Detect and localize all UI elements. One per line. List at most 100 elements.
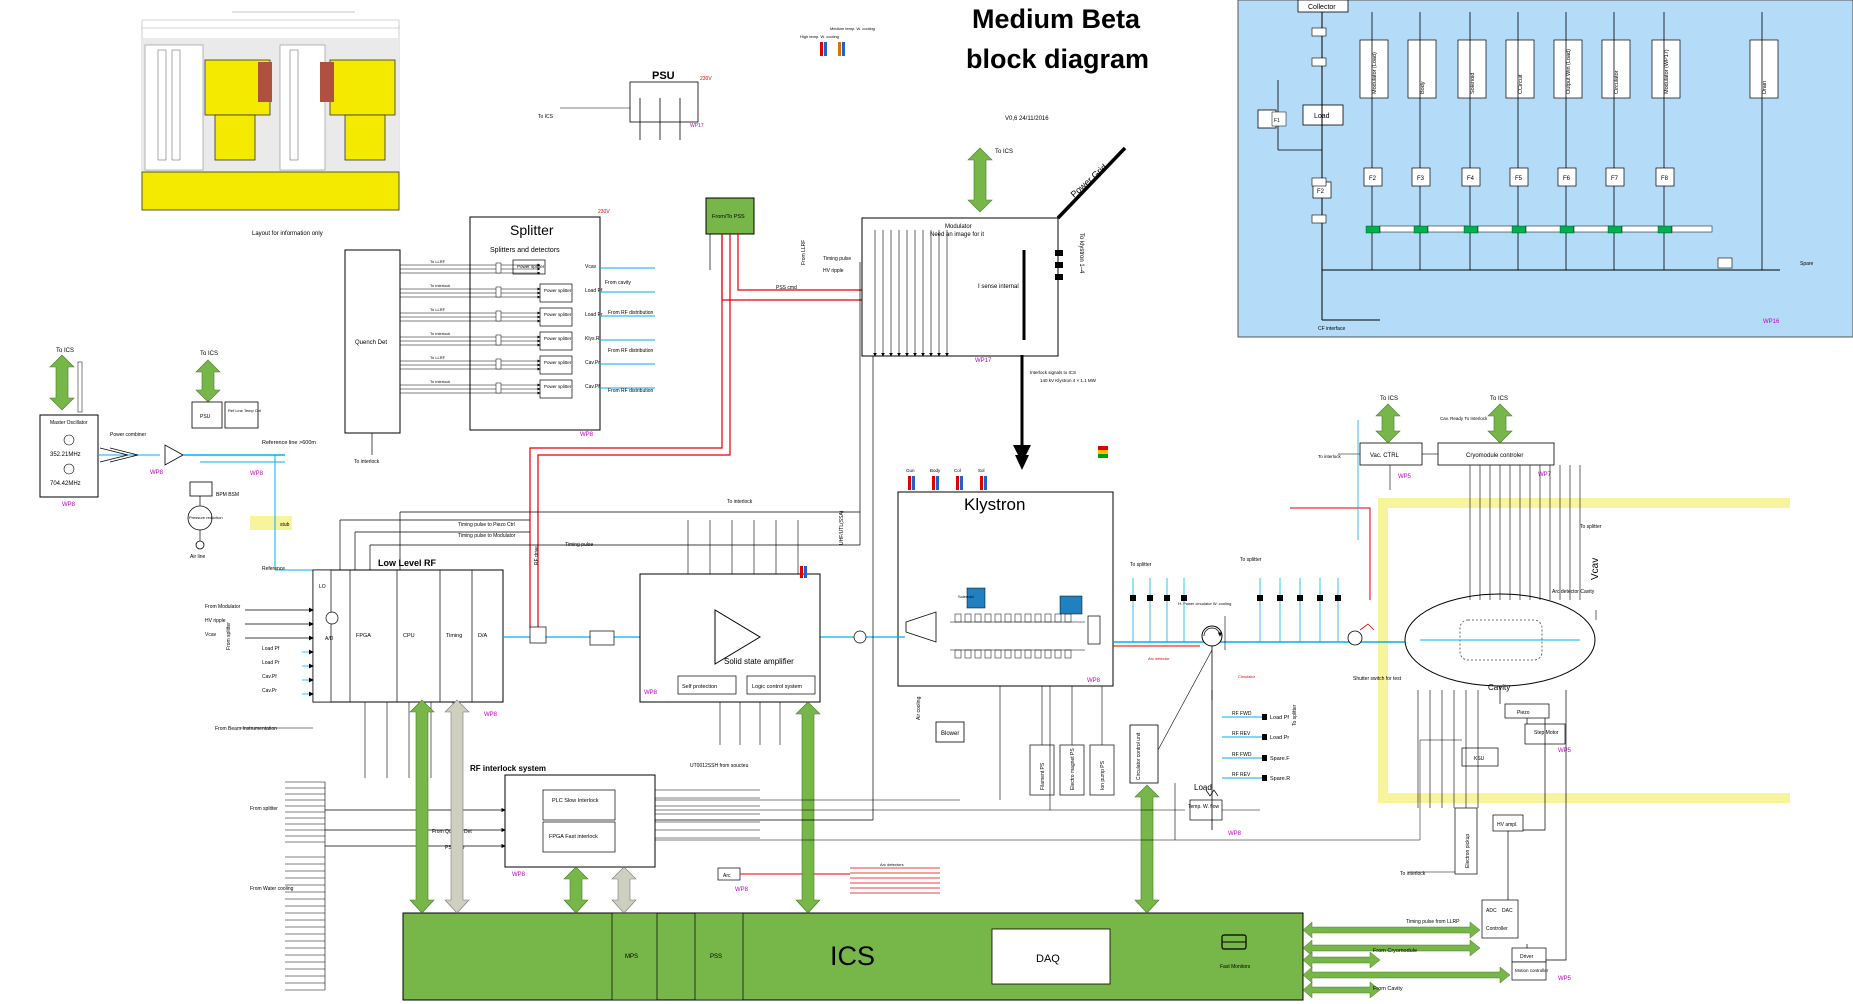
splitter-wp: WP8 [580,432,594,438]
water-pipe [1671,225,1713,233]
interlock-arc: Arc [723,873,731,879]
klystron-coil [984,613,992,623]
cavity-section: Shutter switch for test Cavity Vcav Arc … [1347,498,1790,982]
power-splitter-box [512,259,546,275]
power-combiner: Power combiner [110,432,146,438]
ssa-wp: WP8 [644,690,658,696]
klystron-coil [1034,613,1042,623]
psu-to-ics: To ICS [538,114,554,120]
reference-line: To ICS PSU Ref Line Temp Ctrl Reference … [187,351,316,571]
klystron-cooling-label: Sol [978,468,985,473]
cooling-legend-a: High temp. W. cooling [800,34,839,39]
klystron-cooling-cold [936,476,939,490]
ics-bar: MPS PSS ICS DAQ Fast Monitors [402,912,1304,1001]
modulator-spec: Interlock signals to ICS [1030,370,1076,375]
splitter-row-label: Klys.R [585,336,600,342]
ref-stub: stub [280,522,290,528]
klystron-coil [1004,649,1012,659]
klystron-coil [994,649,1002,659]
splitter-input-label: From RF distribution [608,348,654,354]
water-column-label: Output Win (Load) [1566,49,1572,94]
cav-dac: DAC [1502,908,1513,914]
power-splitter-label: Power splitter [544,312,572,317]
water-flow-label: F3 [1417,176,1425,182]
circ-wp: WP8 [1228,831,1242,837]
llrf-input-label: Load Pr [262,660,280,666]
klystron-coil [1044,649,1052,659]
klystron-cooling-label: Col [954,468,961,473]
mo-to-ics: To ICS [56,348,74,354]
klystron-cooling-cold [960,476,963,490]
spare-tap-connector [1164,595,1170,601]
mo-f2: 704.42MHz [50,481,81,487]
mo-f1: 352.21MHz [50,452,81,458]
splitter-output-label: To LLRF [430,355,446,360]
rf-meas-name: Load Pf [1270,715,1289,721]
water-column-box [1505,39,1535,99]
spare-tap-connector [1277,595,1283,601]
cryo-to-ics: To ICS [1490,396,1508,402]
llrf-reference: Reference [262,566,285,572]
water-flow-label: F7 [1611,176,1619,182]
modulator-from-llrf: From LLRF [801,240,807,265]
water-column-box [1601,39,1631,99]
rf-meas-connector [1262,775,1267,781]
spare-tap-connector [1181,595,1187,601]
power-splitter-label: Power splitter [544,360,572,365]
interlock-wp-arc: WP8 [735,887,749,893]
modulator-subtitle: Need an image for it [930,232,984,238]
ref-line-label: Reference line >600m [262,440,316,446]
splitter-row-label: Cav.Pr [585,360,600,366]
ref-wp-a: WP8 [150,470,164,476]
power-splitter-label: Power splitter [544,288,572,293]
arc-detectors-label: Arc detectors [880,862,904,867]
modulator-sense: I sense internal [978,284,1019,290]
water-flow-box [1557,167,1577,187]
klystron-ps-box [1059,744,1085,796]
conn-from-cavity: From Cavity [1373,986,1403,992]
detector-box [495,286,502,298]
detector-box [495,262,502,274]
llrf-input-label: Cav.Pf [262,674,277,680]
splitter-input-label: From RF distribution [608,310,654,316]
klystron-coil [954,613,962,623]
detector-box [495,382,502,394]
ics-daq: DAQ [1036,953,1060,965]
splitter-output-label: To LLRF [430,259,446,264]
klystron-cooling-label: Body [930,468,941,473]
power-splitter-label: Power splitter [544,336,572,341]
water-column-label: CCircuit [1518,74,1524,94]
vac-to-ics: To ICS [1380,396,1398,402]
cav-motion: Motion controller [1515,968,1549,973]
rf-meas-connector [1262,714,1267,720]
splitter-block: Splitter Splitters and detectors Quench … [344,209,655,465]
ics-connectors: Timing pulse from LLRP From Cryomodule F… [1302,871,1511,999]
klystron-coil [1014,649,1022,659]
splitter-row-label: Load Pr [585,312,603,318]
pss-cmd: PSS cmd [776,285,797,291]
version-label: V0,6 24/11/2016 [1005,116,1049,122]
klystron-air-cooling: Air cooling [916,696,922,720]
klystron-cooling-label: Gun [906,468,915,473]
water-flow-box [1411,167,1431,187]
rf-meas-type: RF REV [1232,772,1251,778]
ics-arrows [409,699,1160,914]
power-splitter-box [539,307,573,327]
llrf-input-label: From Modulator [205,604,241,610]
modulator-to-ics: To ICS [995,149,1013,155]
splitter-row-label: Cav.Pf [585,384,600,390]
water-column-label: Modulator (WP17) [1664,49,1670,94]
spare-tap-connector [1297,595,1303,601]
water-flow-label-f2: F2 [1317,189,1325,195]
power-splitter-box [539,331,573,351]
splitter-output-label: To interlock [430,283,450,288]
water-column-label: Drain [1762,81,1768,94]
interlock-fpga: FPGA Fast interlock [549,834,598,840]
llrf-input-label: HV ripple [205,618,226,624]
interlock-plc: PLC Slow Interlock [552,798,599,804]
klystron-coil [1054,613,1062,623]
llrf-rf-drive: RF drive [534,546,540,565]
cooling-legend: High temp. W. cooling Medium temp. W. co… [800,26,875,56]
